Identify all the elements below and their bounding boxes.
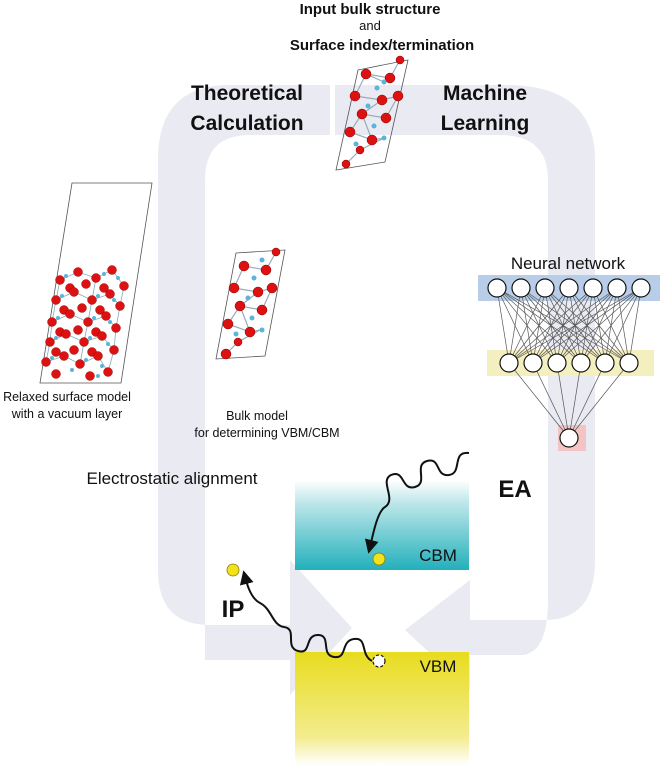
network-edge [508, 287, 642, 364]
network-edge [556, 362, 570, 439]
network-connections [496, 287, 642, 439]
network-edge [496, 287, 510, 364]
hidden-node [619, 353, 639, 373]
hidden-node [571, 353, 591, 373]
machine-learning-title-line2: Learning [441, 112, 530, 135]
network-edge [568, 362, 606, 439]
input-line-2: and [359, 18, 381, 33]
input-node [583, 278, 603, 298]
left-flow-arrow [158, 85, 352, 695]
network-edge [532, 362, 570, 439]
hidden-node [547, 353, 567, 373]
cbm-label: CBM [419, 546, 457, 565]
vbm-hole [372, 654, 386, 668]
ea-label: EA [498, 476, 531, 503]
input-node [631, 278, 651, 298]
bulk-model-structure [215, 247, 286, 360]
network-edge [580, 287, 642, 364]
surface-caption-line1: Relaxed surface model [3, 390, 131, 404]
input-node [511, 278, 531, 298]
ip-label: IP [222, 596, 245, 623]
network-edge [508, 362, 570, 439]
bulk-caption-line2: for determining VBM/CBM [194, 426, 339, 440]
input-node [559, 278, 579, 298]
flow-arrows [158, 85, 595, 695]
network-edge [508, 287, 618, 364]
slab-atoms-large [41, 265, 129, 381]
network-edge [508, 287, 594, 364]
input-node [607, 278, 627, 298]
output-node [559, 428, 579, 448]
theoretical-title-line2: Calculation [190, 112, 303, 135]
input-node [487, 278, 507, 298]
neural-network [478, 275, 660, 451]
surface-slab-model [39, 182, 153, 384]
ip-wavy-arrow [239, 570, 373, 662]
network-edge [508, 287, 522, 364]
network-edge [604, 287, 642, 364]
slab-atoms-small [50, 272, 120, 378]
network-edge [556, 287, 642, 364]
surface-caption-line2: with a vacuum layer [11, 407, 122, 421]
theoretical-title-line1: Theoretical [191, 82, 303, 105]
network-edge [508, 287, 546, 364]
ip-electron [226, 563, 240, 577]
input-node [535, 278, 555, 298]
input-line-3: Surface index/termination [290, 37, 474, 54]
input-line-1: Input bulk structure [300, 1, 441, 18]
bulk-atoms-small [233, 257, 265, 337]
neural-network-label: Neural network [511, 254, 626, 273]
network-edge [508, 287, 570, 364]
right-flow-arrow [335, 85, 595, 690]
network-edge [568, 362, 630, 439]
ea-wavy-arrow [364, 451, 470, 554]
vbm-band [295, 652, 469, 765]
bulk-atoms-large [220, 247, 281, 360]
network-nodes [487, 278, 651, 448]
electrostatic-alignment-label: Electrostatic alignment [86, 469, 257, 488]
cbm-electron [372, 552, 386, 566]
vbm-label: VBM [420, 657, 457, 676]
input-bulk-structure [335, 55, 409, 171]
input-atoms-small [353, 79, 387, 147]
network-edge [532, 287, 642, 364]
network-edge [568, 362, 582, 439]
machine-learning-title-line1: Machine [443, 82, 527, 105]
hidden-node [523, 353, 543, 373]
bulk-caption-line1: Bulk model [226, 409, 288, 423]
hidden-node [499, 353, 519, 373]
hidden-node [595, 353, 615, 373]
input-text-block: Input bulk structure and Surface index/t… [290, 1, 474, 54]
input-atoms-large [341, 55, 405, 169]
network-edge [628, 287, 642, 364]
